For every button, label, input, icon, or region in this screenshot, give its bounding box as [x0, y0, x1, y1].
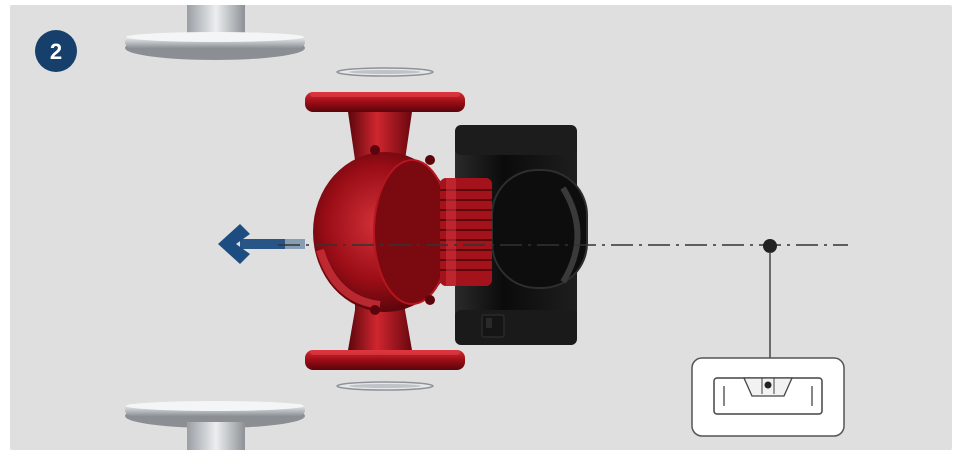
level-callout — [691, 357, 845, 437]
step-number: 2 — [50, 39, 62, 64]
spirit-level-icon — [713, 377, 823, 415]
bottom-gasket — [336, 381, 434, 391]
pump-housing — [305, 92, 492, 370]
top-gasket — [336, 67, 434, 77]
arrow-left-icon — [218, 224, 250, 264]
step-badge: 2 — [35, 30, 77, 72]
axis-marker-dot — [763, 239, 777, 253]
flow-direction-arrow — [218, 224, 305, 264]
top-pipe-flange — [125, 5, 305, 60]
bottom-pipe-flange — [125, 401, 305, 450]
